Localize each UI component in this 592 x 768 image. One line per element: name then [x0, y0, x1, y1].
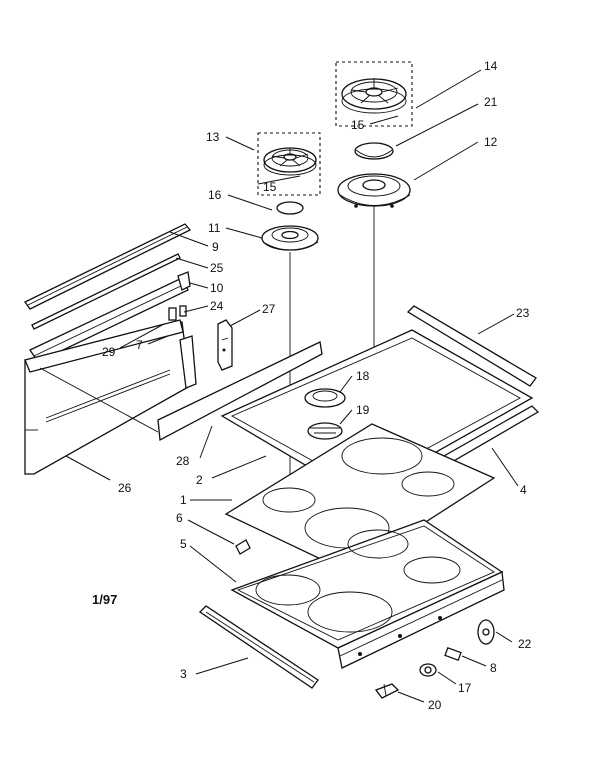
callout-27: 27: [262, 302, 276, 316]
burner-cap-21: [354, 142, 394, 160]
lower-trim-3: [198, 605, 319, 689]
bracket-27: [217, 319, 233, 371]
front-panel-26: [24, 319, 197, 475]
callout-21: 21: [484, 95, 498, 109]
leader-lines: [65, 69, 519, 703]
callout-11: 11: [208, 221, 221, 235]
callout-28: 28: [176, 454, 190, 468]
callout-22: 22: [518, 637, 532, 651]
callout-8: 8: [490, 661, 497, 675]
vent-strip-28: [39, 341, 323, 442]
callout-9: 9: [212, 240, 219, 254]
callout-17: 17: [458, 681, 472, 695]
clip-6: [235, 539, 251, 555]
glass-cooktop-1: [224, 423, 496, 573]
trim-23: [406, 305, 537, 387]
base-tray-5: [230, 519, 505, 669]
trim-strip-9: [24, 223, 192, 310]
callout-5: 5: [180, 537, 187, 551]
callout-12: 12: [484, 135, 498, 149]
callout-4: 4: [520, 483, 527, 497]
callout-26: 26: [118, 481, 132, 495]
callout-24: 24: [210, 299, 224, 313]
callout-29: 29: [102, 345, 116, 359]
callout-19: 19: [356, 403, 370, 417]
callout-6: 6: [176, 511, 183, 525]
part-8: [444, 647, 462, 661]
callout-13: 13: [206, 130, 220, 144]
callout-1: 1: [180, 493, 187, 507]
part-22: [477, 619, 495, 645]
side-trim-10: [29, 271, 191, 363]
callout-20: 20: [428, 698, 442, 712]
burner-head-18: [304, 388, 346, 408]
part-17: [419, 663, 437, 677]
callout-labels: 13 15 14 15 21 12 16 11 9 25 10 24 27 23…: [102, 59, 532, 712]
callout-18: 18: [356, 369, 370, 383]
callout-15-small: 15: [263, 180, 277, 194]
grate-assembly-small: [257, 132, 321, 196]
burner-base-11: [261, 225, 319, 251]
burner-cap-16: [276, 201, 304, 215]
callout-23: 23: [516, 306, 530, 320]
callout-15-large: 15: [351, 118, 365, 132]
callout-16: 16: [208, 188, 222, 202]
burner-head-19: [307, 422, 343, 440]
part-20: [374, 683, 400, 699]
fastener-24: [168, 305, 187, 321]
burner-base-12: [337, 173, 411, 208]
callout-10: 10: [210, 281, 224, 295]
grate-assembly-large: [335, 61, 413, 127]
callout-2: 2: [196, 473, 203, 487]
callout-25: 25: [210, 261, 224, 275]
callout-3: 3: [180, 667, 187, 681]
trim-rod-25: [31, 253, 181, 330]
date-code: 1/97: [92, 592, 117, 607]
callout-14: 14: [484, 59, 498, 73]
callout-7: 7: [136, 338, 143, 352]
